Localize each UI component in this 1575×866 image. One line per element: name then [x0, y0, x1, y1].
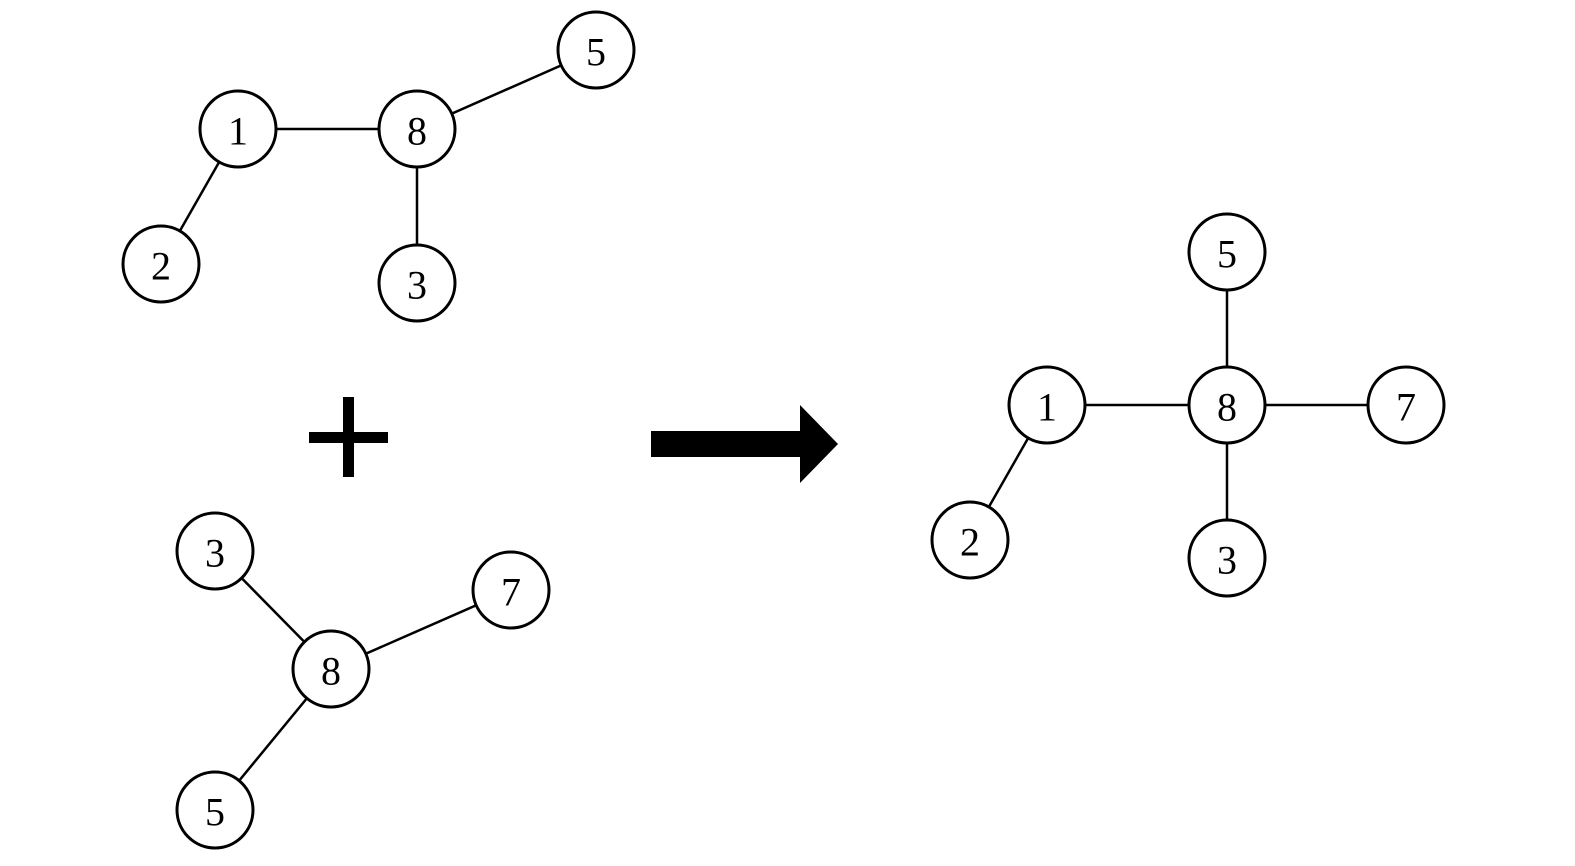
node-circle	[1187, 212, 1267, 292]
plus-sign	[309, 397, 388, 477]
node-3: 3	[377, 243, 457, 323]
right-arrow	[651, 405, 838, 483]
node-circle	[1007, 365, 1087, 445]
node-label: 3	[205, 531, 225, 576]
node-label: 8	[1217, 385, 1237, 430]
node-1: 1	[198, 89, 278, 169]
node-label: 2	[151, 244, 171, 289]
node-label: 5	[1217, 232, 1237, 277]
node-2: 2	[121, 224, 201, 304]
node-5: 5	[1187, 212, 1267, 292]
input-tree-b: 3 8 7 5	[175, 511, 551, 850]
node-label: 1	[1037, 385, 1057, 430]
node-label: 3	[407, 263, 427, 308]
node-circle	[1187, 365, 1267, 445]
node-circle	[377, 243, 457, 323]
node-circle	[121, 224, 201, 304]
node-circle	[291, 629, 371, 709]
node-label: 7	[1396, 385, 1416, 430]
input-tree-a: 1 8 5 2 3	[121, 10, 636, 323]
node-label: 2	[960, 520, 980, 565]
node-label: 5	[205, 790, 225, 835]
node-label: 8	[321, 649, 341, 694]
node-circle	[175, 770, 255, 850]
merged-tree: 5 1 8 7 2 3	[930, 212, 1446, 598]
node-2: 2	[930, 500, 1010, 580]
node-8: 8	[377, 89, 457, 169]
node-5: 5	[556, 10, 636, 90]
node-circle	[930, 500, 1010, 580]
node-8: 8	[1187, 365, 1267, 445]
node-circle	[198, 89, 278, 169]
node-3: 3	[175, 511, 255, 591]
node-label: 1	[228, 109, 248, 154]
node-label: 3	[1217, 538, 1237, 583]
node-circle	[471, 550, 551, 630]
node-7: 7	[471, 550, 551, 630]
node-7: 7	[1366, 365, 1446, 445]
node-5: 5	[175, 770, 255, 850]
node-1: 1	[1007, 365, 1087, 445]
node-circle	[1366, 365, 1446, 445]
node-circle	[175, 511, 255, 591]
node-label: 5	[586, 30, 606, 75]
node-circle	[1187, 518, 1267, 598]
node-3: 3	[1187, 518, 1267, 598]
node-label: 7	[501, 570, 521, 615]
node-8: 8	[291, 629, 371, 709]
node-circle	[556, 10, 636, 90]
node-circle	[377, 89, 457, 169]
node-label: 8	[407, 109, 427, 154]
